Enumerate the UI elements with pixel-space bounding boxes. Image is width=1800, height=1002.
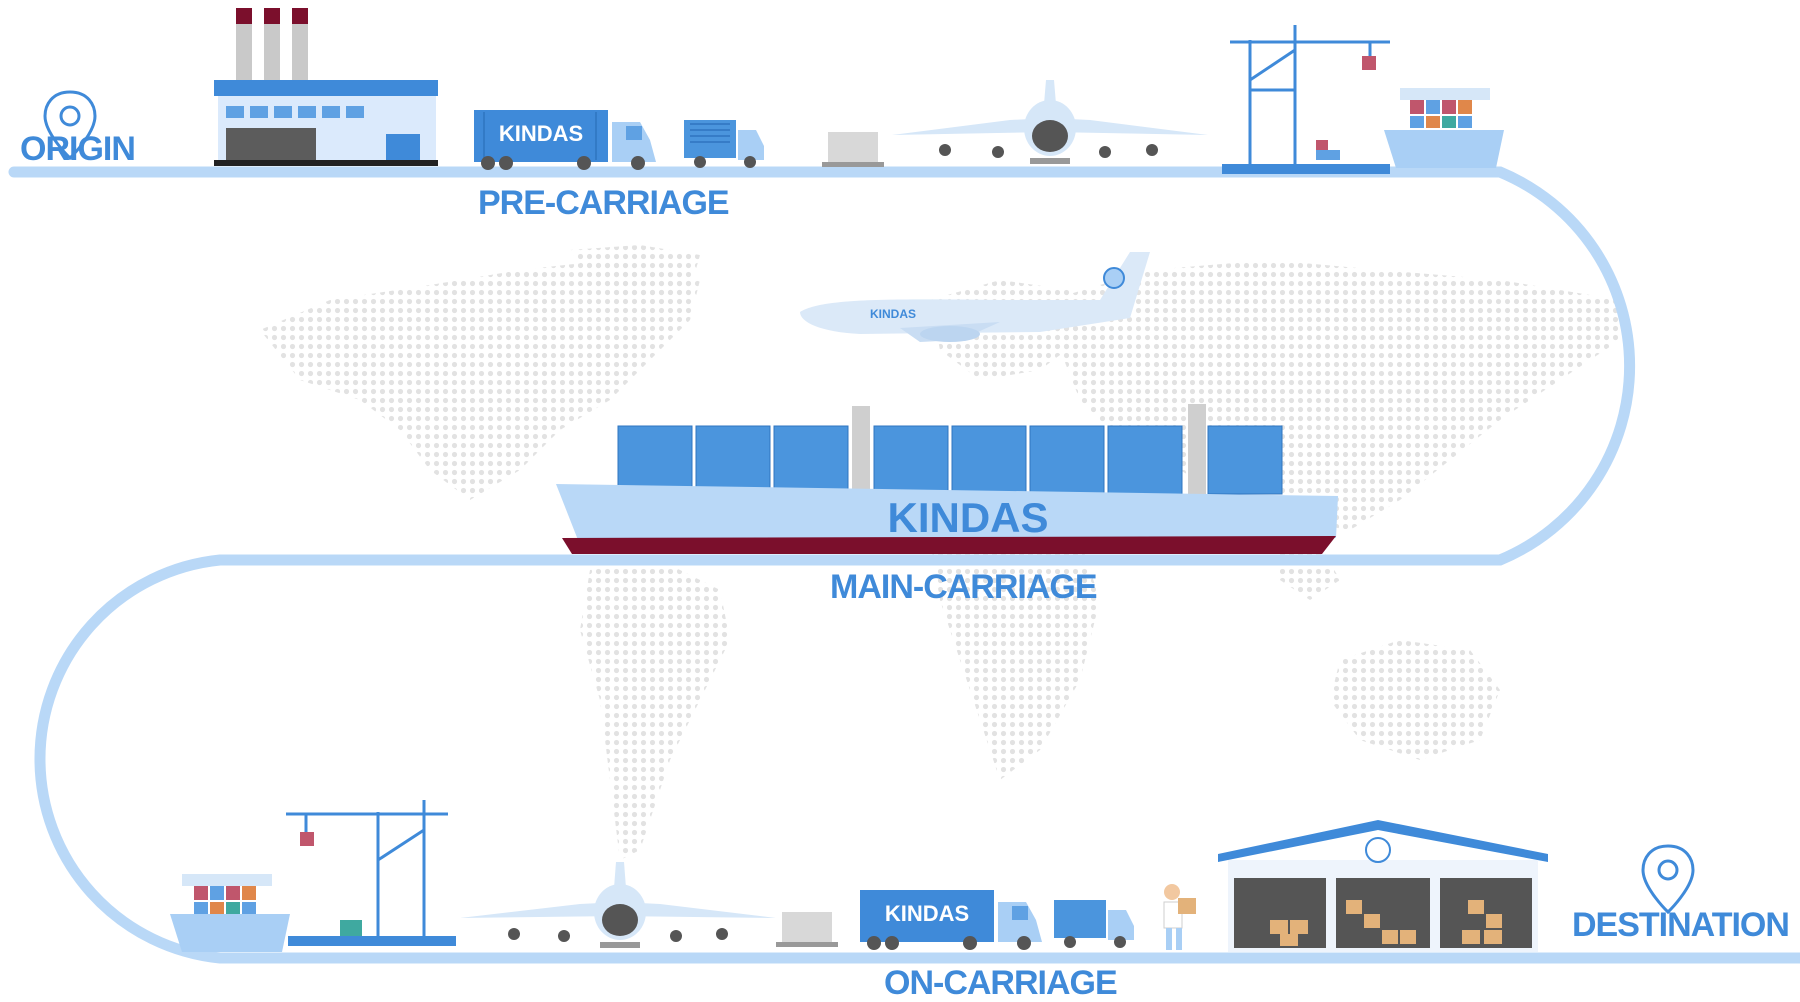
- dock: [1222, 164, 1390, 174]
- pallet-2-icon: [776, 912, 838, 947]
- truck-icon: KINDAS: [474, 110, 656, 170]
- main-carriage-label: MAIN-CARRIAGE: [830, 568, 1098, 606]
- crane-icon: [1230, 25, 1390, 165]
- plane-brand-label: KINDAS: [870, 307, 916, 321]
- truck-2-icon: KINDAS: [860, 890, 1042, 950]
- worker-icon: [1163, 884, 1196, 950]
- dock-2: [288, 936, 456, 946]
- warehouse-icon: [1218, 820, 1548, 952]
- truck-2-brand-label: KINDAS: [885, 901, 969, 926]
- crane-cargo: [1362, 56, 1376, 70]
- origin-pin-icon: [43, 90, 97, 161]
- truck-brand-label: KINDAS: [499, 121, 583, 146]
- factory-icon: [214, 8, 438, 166]
- airplane-icon: [892, 80, 1208, 164]
- small-truck-icon: [684, 120, 764, 168]
- route-path: [8, 166, 1800, 964]
- ship-brand-label: KINDAS: [887, 494, 1048, 541]
- destination-label: DESTINATION: [1572, 906, 1790, 944]
- origin-label: ORIGIN: [20, 130, 136, 168]
- airplane-2-icon: [460, 862, 776, 948]
- crane-2-icon: [286, 800, 448, 940]
- small-truck-2-icon: [1054, 900, 1134, 948]
- on-carriage-label: ON-CARRIAGE: [884, 964, 1118, 1002]
- pre-carriage-label: PRE-CARRIAGE: [478, 184, 730, 222]
- pallet-icon: [822, 132, 884, 167]
- ship-2-icon: [170, 874, 290, 952]
- ship-icon: [1384, 88, 1504, 168]
- cargo-plane-icon: KINDAS: [800, 252, 1150, 342]
- container-ship-icon: KINDAS: [556, 404, 1338, 554]
- stacked-cargo: [1316, 140, 1328, 150]
- destination-pin-icon: [1641, 844, 1695, 915]
